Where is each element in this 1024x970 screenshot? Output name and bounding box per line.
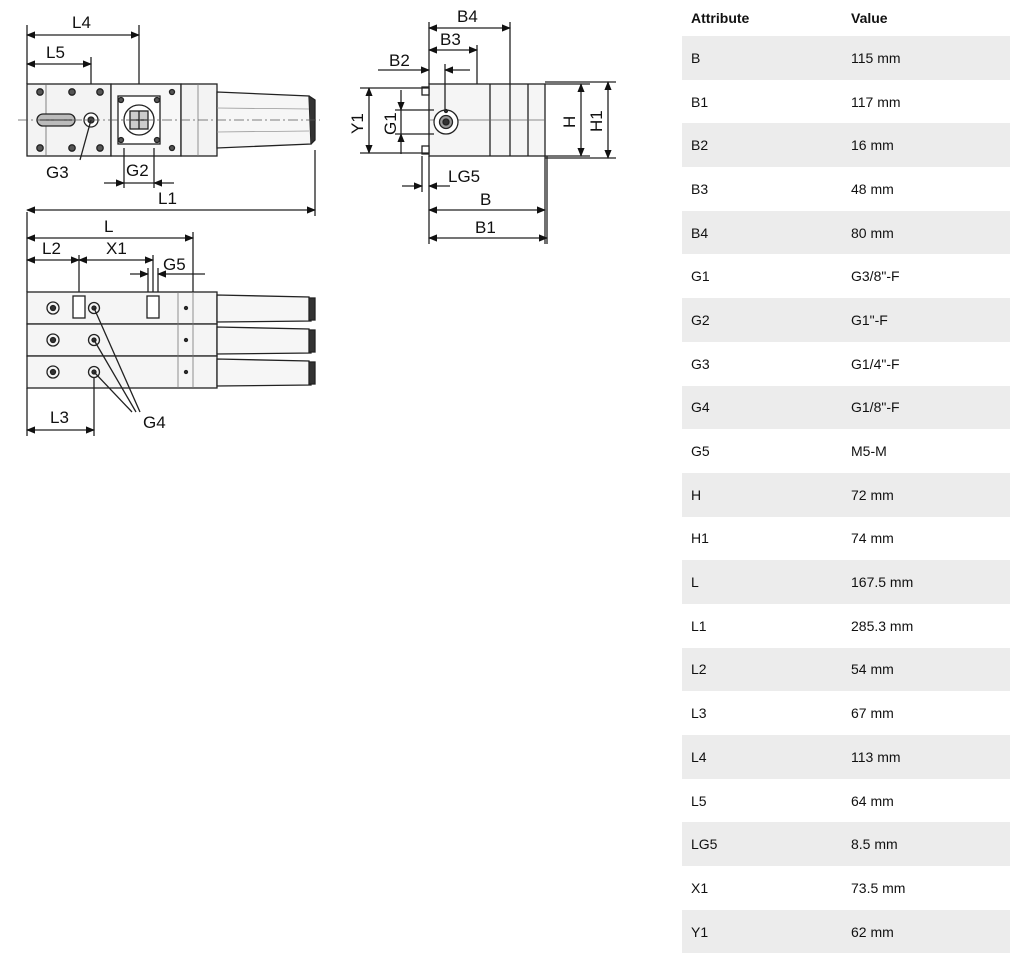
cell-value: 73.5 mm xyxy=(851,879,906,896)
cell-attribute: G3 xyxy=(691,355,710,372)
label-b2: B2 xyxy=(389,51,410,70)
table-row: B2 16 mm xyxy=(682,123,1010,168)
cell-value: 113 mm xyxy=(851,748,901,765)
label-b4: B4 xyxy=(457,7,478,26)
cell-attribute: L5 xyxy=(691,792,707,809)
cell-attribute: B3 xyxy=(691,180,709,197)
table-row: G4 G1/8"-F xyxy=(682,385,1010,430)
label-g2: G2 xyxy=(126,161,149,180)
label-b: B xyxy=(480,190,491,209)
cell-value: 117 mm xyxy=(851,93,901,110)
cell-attribute: L xyxy=(691,574,699,591)
label-l5: L5 xyxy=(46,43,65,62)
cell-value: 64 mm xyxy=(851,792,894,809)
cell-value: 285.3 mm xyxy=(851,617,914,634)
cell-attribute: G1 xyxy=(691,268,710,285)
cell-attribute: B1 xyxy=(691,93,709,110)
table-row: L 167.5 mm xyxy=(682,560,1010,604)
cell-attribute: G5 xyxy=(691,443,710,460)
label-x1: X1 xyxy=(106,239,127,258)
table-row: LG5 8.5 mm xyxy=(682,822,1010,867)
table-row: B 115 mm xyxy=(682,36,1010,80)
cell-attribute: LG5 xyxy=(691,836,718,853)
table-row: L3 67 mm xyxy=(682,691,1010,735)
table-row: H 72 mm xyxy=(682,472,1010,517)
label-b3: B3 xyxy=(440,30,461,49)
cell-attribute: H xyxy=(691,486,702,503)
table-row: L2 54 mm xyxy=(682,647,1010,692)
table-row: G3 G1/4"-F xyxy=(682,341,1010,386)
cell-value: 54 mm xyxy=(851,661,894,678)
cell-attribute: L3 xyxy=(691,705,707,722)
spec-table: Attribute Value B 115 mm B1 117 mm B2 16 mm… xyxy=(682,0,1010,954)
technical-drawing: L4 L5 G3 G2 L1 xyxy=(18,7,616,436)
table-row: B4 80 mm xyxy=(682,210,1010,255)
label-g5: G5 xyxy=(163,255,186,274)
label-l: L xyxy=(104,217,113,236)
top-view xyxy=(18,25,320,216)
end-view xyxy=(360,22,616,244)
cell-value: 115 mm xyxy=(851,49,901,66)
cell-value: 167.5 mm xyxy=(851,574,914,591)
label-lg5: LG5 xyxy=(448,167,480,186)
cell-attribute: L4 xyxy=(691,748,707,765)
cell-value: 80 mm xyxy=(851,224,894,241)
table-row: Y1 62 mm xyxy=(682,909,1010,954)
side-view xyxy=(26,212,316,436)
cell-value: 8.5 mm xyxy=(851,836,898,853)
cell-attribute: L2 xyxy=(691,661,707,678)
cell-value: 16 mm xyxy=(851,137,894,154)
label-l3: L3 xyxy=(50,408,69,427)
label-h1: H1 xyxy=(587,110,606,132)
cell-value: 62 mm xyxy=(851,923,894,940)
label-l4: L4 xyxy=(72,13,91,32)
table-row: B1 117 mm xyxy=(682,79,1010,124)
table-row: X1 73.5 mm xyxy=(682,866,1010,910)
cell-value: 72 mm xyxy=(851,486,894,503)
cell-value: G1/4"-F xyxy=(851,355,900,372)
label-l1: L1 xyxy=(158,189,177,208)
label-y1: Y1 xyxy=(348,113,367,134)
header-attribute: Attribute xyxy=(691,10,750,26)
cell-value: G1"-F xyxy=(851,311,888,328)
cell-value: G1/8"-F xyxy=(851,399,900,416)
cell-value: 67 mm xyxy=(851,705,894,722)
cell-attribute: B xyxy=(691,49,701,66)
table-header-row: Attribute Value xyxy=(682,0,1010,36)
cell-attribute: G4 xyxy=(691,399,710,416)
label-g1: G1 xyxy=(381,112,400,135)
cell-attribute: L1 xyxy=(691,617,707,634)
table-row: H1 74 mm xyxy=(682,516,1010,561)
label-g3: G3 xyxy=(46,163,69,182)
label-b1: B1 xyxy=(475,218,496,237)
cell-attribute: B2 xyxy=(691,137,709,154)
table-row: B3 48 mm xyxy=(682,167,1010,211)
cell-value: M5-M xyxy=(851,443,887,460)
cell-attribute: G2 xyxy=(691,311,710,328)
label-g4: G4 xyxy=(143,413,166,432)
label-h: H xyxy=(560,116,579,128)
cell-value: 74 mm xyxy=(851,530,894,547)
header-value: Value xyxy=(851,10,888,26)
cell-attribute: X1 xyxy=(691,879,709,896)
label-l2: L2 xyxy=(42,239,61,258)
table-row: L5 64 mm xyxy=(682,778,1010,823)
cell-attribute: H1 xyxy=(691,530,709,547)
cell-attribute: Y1 xyxy=(691,923,709,940)
table-row: G5 M5-M xyxy=(682,429,1010,473)
cell-value: G3/8"-F xyxy=(851,268,900,285)
cell-attribute: B4 xyxy=(691,224,709,241)
table-row: G2 G1"-F xyxy=(682,298,1010,342)
table-row: G1 G3/8"-F xyxy=(682,254,1010,299)
cell-value: 48 mm xyxy=(851,180,894,197)
table-row: L4 113 mm xyxy=(682,735,1010,779)
table-row: L1 285.3 mm xyxy=(682,603,1010,648)
